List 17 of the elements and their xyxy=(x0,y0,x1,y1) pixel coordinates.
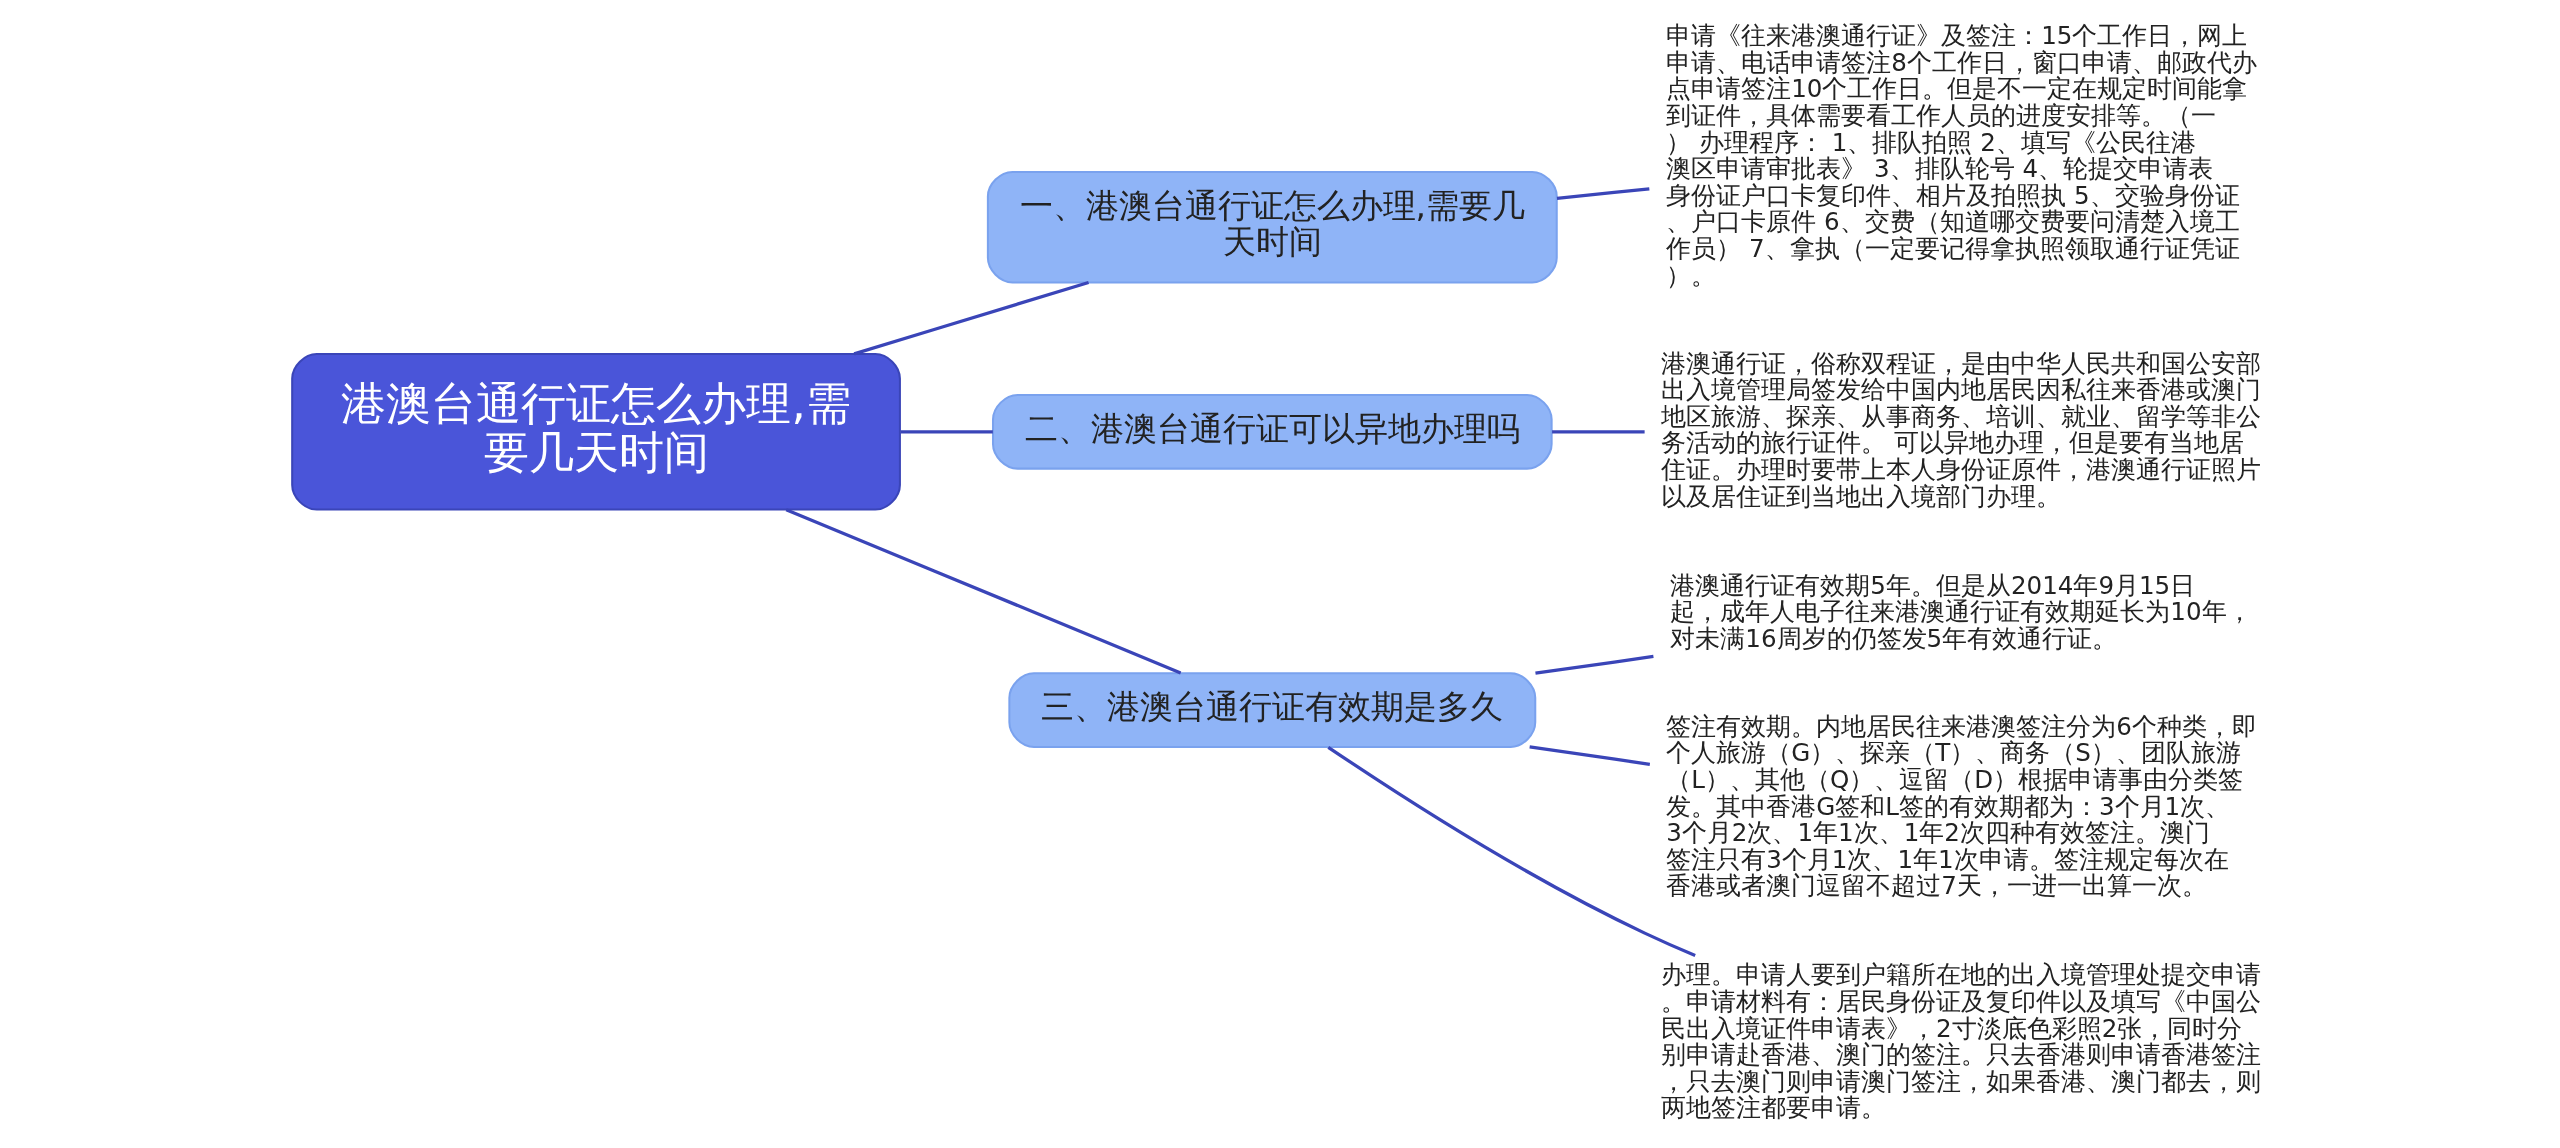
node-box: 三、港澳台通行证有效期是多久 xyxy=(1007,672,1536,748)
node-text: 港澳通行证，俗称双程证，是由中华人民共和国公安部出入境管理局签发给中国内地居民因私往来香港或澳门地区旅游、探亲、从事商务、培训、就业、留学等非公务活动的旅行证件。 可以异地办理，但是要有当地居住证。办理时要带上本人身份证原件，港澳通行证照片以及居住证到当地出入境部门办理。 xyxy=(1660,348,2261,511)
connector xyxy=(853,280,1089,356)
connector xyxy=(1534,654,1654,675)
connector xyxy=(1556,187,1649,200)
node-box: 港澳台通行证怎么办理,需要几天时间 xyxy=(290,353,901,511)
node-text: 申请《往来港澳通行证》及签注：15个工作日，网上申请、电话申请签注8个工作日，窗口申请、邮政代办点申请签注10个工作日。但是不一定在规定时间能拿到证件，具体需要看工作人员的进度安排等。（一） 办理程序： 1、排队拍照 2、填写《公民往港澳区申请审批表》 3、排队轮号 4、轮提交申请表身份证户口卡复印件、相片及拍照执 5、交验身份证、户口卡原件 6、交费（知道哪交费要问清楚入境工作员） 7、拿执（一定要记得拿执照领取通行证凭证）。 xyxy=(1665,21,2257,290)
node-box: 二、港澳台通行证可以异地办理吗 xyxy=(991,393,1553,470)
node-box: 一、港澳台通行证怎么办理,需要几天时间 xyxy=(986,170,1558,284)
connector xyxy=(900,430,993,434)
node-text: 办理。申请人要到户籍所在地的出入境管理处提交申请。申请材料有：居民身份证及复印件以及填写《中国公民出入境证件申请表》，2寸淡底色彩照2张，同时分别申请赴香港、澳门的签注。只去香港则申请香港签注，只去澳门则申请澳门签注，如果香港、澳门都去，则两地签注都要申请。 xyxy=(1660,960,2261,1123)
connector xyxy=(1528,745,1650,766)
node-text: 签注有效期。内地居民往来港澳签注分为6个种类，即个人旅游（G）、探亲（T）、商务（S）、团队旅游（L）、其他（Q）、逗留（D）根据申请事由分类签发。其中香港G签和L签的有效期都为：3个月1次、3个月2次、1年1次、1年2次四种有效签注。澳门签注只有3个月1次、1年1次申请。签注规定每次在香港或者澳门逗留不超过7天，一进一出算一次。 xyxy=(1665,711,2257,901)
node-text: 港澳通行证有效期5年。但是从2014年9月15日起，成年人电子往来港澳通行证有效期延长为10年，对未满16周岁的仍签发5年有效通行证。 xyxy=(1669,570,2252,653)
connector xyxy=(1326,745,1696,957)
connector xyxy=(1551,430,1645,434)
connector xyxy=(785,508,1181,675)
